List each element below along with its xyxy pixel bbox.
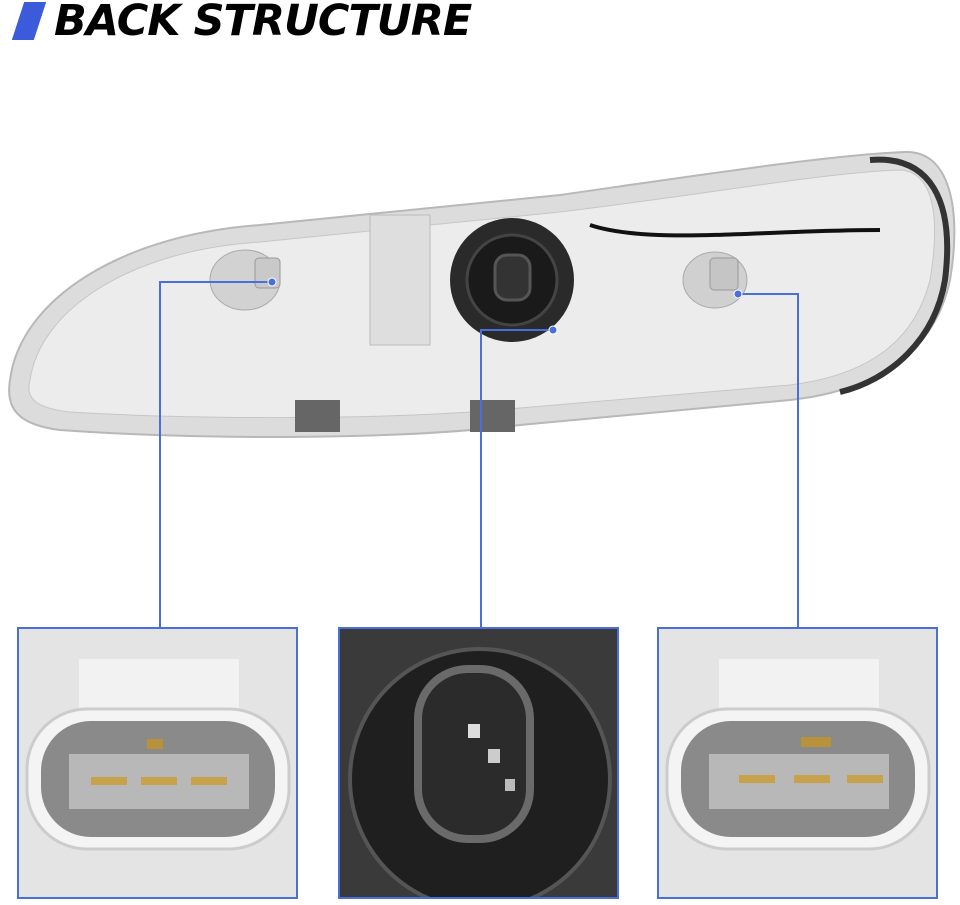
center-bulb-socket-closeup <box>338 627 619 899</box>
callout-center <box>480 329 553 627</box>
right-connector-closeup <box>657 627 938 899</box>
connector-image <box>659 629 936 897</box>
connector-image <box>19 629 296 897</box>
callout-left <box>159 281 272 627</box>
callout-lines <box>159 281 799 627</box>
callout-right <box>738 293 799 627</box>
left-connector-closeup <box>17 627 298 899</box>
title-text: BACK STRUCTURE <box>54 0 472 46</box>
page-title: BACK STRUCTURE <box>10 0 472 46</box>
socket-image <box>340 629 617 897</box>
